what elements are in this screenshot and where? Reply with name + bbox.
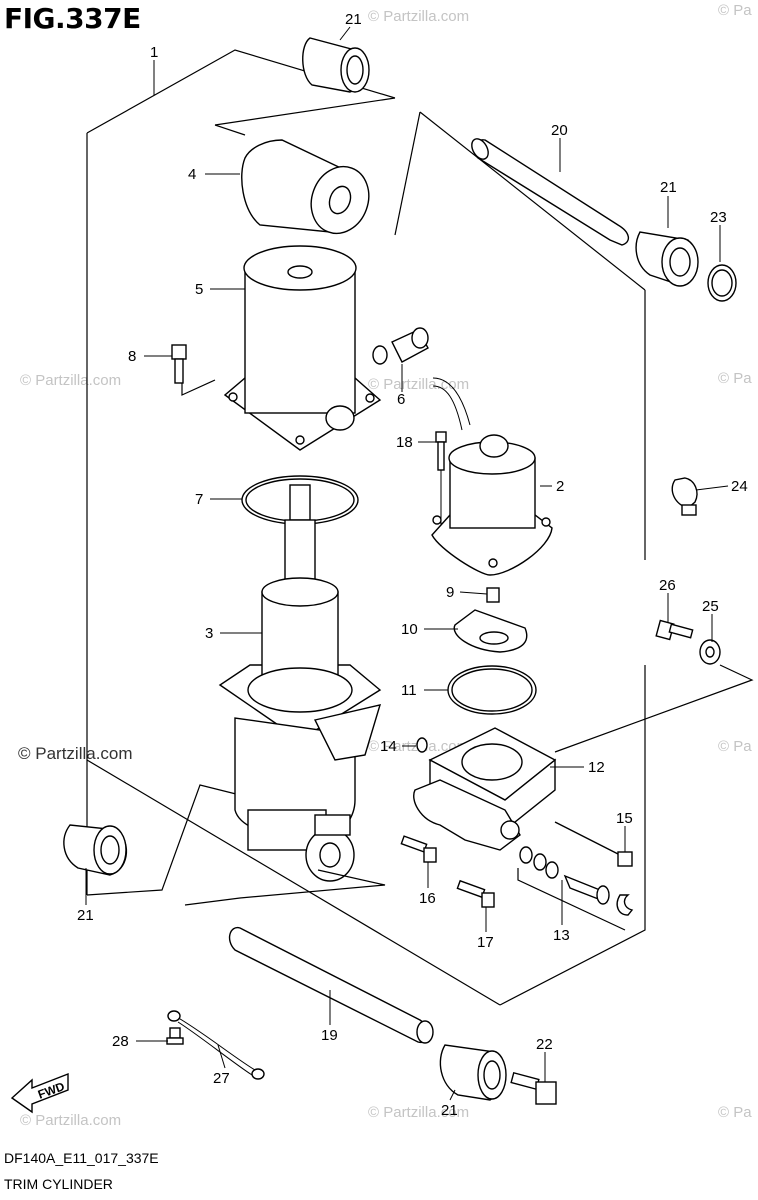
part-22-bolt (510, 1071, 557, 1105)
callout-14: 14 (380, 738, 397, 755)
part-6-valve (372, 327, 429, 365)
part-19-pin (228, 926, 434, 1044)
callout-9: 9 (446, 584, 454, 601)
watermark: © Pa (718, 738, 752, 755)
callout-12: 12 (588, 759, 605, 776)
fwd-direction-icon: FWD (10, 1072, 69, 1114)
callout-1: 1 (150, 44, 158, 61)
callout-8: 8 (128, 348, 136, 365)
callout-21-left: 21 (77, 907, 94, 924)
part-17-bolt (456, 879, 495, 908)
callout-17: 17 (477, 934, 494, 951)
callout-21-top: 21 (345, 11, 362, 28)
watermark: © Pa (718, 1104, 752, 1121)
part-24-clip (671, 477, 698, 516)
callout-4: 4 (188, 166, 196, 183)
part-18-bolt (435, 431, 447, 530)
callout-10: 10 (401, 621, 418, 638)
part-20-pin (471, 138, 629, 246)
part-26-bolt (655, 619, 694, 641)
part-15-bolt (554, 821, 633, 867)
part-16-bolt (400, 835, 437, 863)
callout-25: 25 (702, 598, 719, 615)
callout-3: 3 (205, 625, 213, 642)
callout-19: 19 (321, 1027, 338, 1044)
watermark: © Partzilla.com (18, 744, 133, 763)
part-21-bushing-top (302, 37, 370, 93)
callout-24: 24 (731, 478, 748, 495)
diagram-code: DF140A_E11_017_337E (4, 1150, 159, 1166)
part-25-nut (699, 639, 721, 665)
callout-11: 11 (401, 682, 417, 699)
callout-23: 23 (710, 209, 727, 226)
part-9-plug (486, 587, 500, 603)
part-8-bolt (171, 344, 187, 384)
callout-15: 15 (616, 810, 633, 827)
callout-18: 18 (396, 434, 413, 451)
watermark: © Partzilla.com (20, 372, 122, 389)
callout-28: 28 (112, 1033, 129, 1050)
watermark: © Pa (718, 370, 752, 387)
part-10-plate (453, 609, 528, 653)
callout-16: 16 (419, 890, 436, 907)
callout-13: 13 (553, 927, 570, 944)
callout-numbers: 1 21 4 20 21 23 5 8 6 7 18 2 24 3 9 10 2… (77, 11, 748, 1119)
watermark: © Partzilla.com (368, 1104, 470, 1121)
diagram-name: TRIM CYLINDER (4, 1176, 113, 1192)
callout-7: 7 (195, 491, 203, 508)
part-21-bushing-bottom (439, 1044, 507, 1101)
part-5-cylinder (223, 245, 382, 451)
figure-title: FIG.337E (4, 2, 141, 35)
callout-27: 27 (213, 1070, 230, 1087)
fwd-label: FWD (36, 1079, 67, 1102)
part-14-o-ring (416, 737, 428, 753)
watermark: © Partzilla.com (368, 8, 470, 25)
part-3-trim-cylinder (218, 484, 382, 882)
leader-lines (85, 26, 729, 1101)
watermark: © Pa (718, 2, 752, 19)
part-28-screw (166, 1027, 184, 1045)
callout-26: 26 (659, 577, 676, 594)
part-21-bushing-left (63, 824, 128, 876)
callout-22: 22 (536, 1036, 553, 1053)
part-4-cylinder-sleeve (241, 139, 370, 235)
callout-20: 20 (551, 122, 568, 139)
callout-21-right: 21 (660, 179, 677, 196)
callout-5: 5 (195, 281, 203, 298)
part-21-bushing-right (635, 231, 699, 287)
callout-21-bottom: 21 (441, 1102, 458, 1119)
watermark: © Partzilla.com (20, 1112, 122, 1129)
part-23-snap-ring (707, 264, 737, 302)
part-27-ground-wire (167, 1010, 265, 1080)
part-11-o-ring (447, 665, 537, 715)
callout-2: 2 (556, 478, 564, 495)
callout-6: 6 (397, 391, 405, 408)
part-2-motor (431, 377, 553, 576)
part-13-seal-kit (517, 846, 634, 931)
part-12-valve-housing (413, 727, 557, 851)
